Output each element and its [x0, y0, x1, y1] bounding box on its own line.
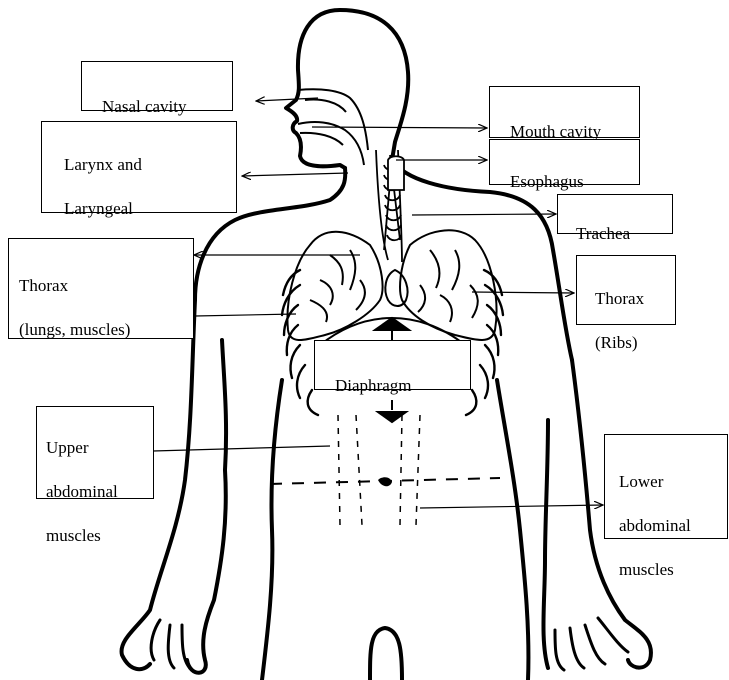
crotch-outline: [370, 628, 402, 680]
right-hand-fingers: [151, 620, 190, 668]
thorax-lungs-label: Thorax (lungs, muscles): [8, 238, 194, 339]
larynx-leader: [242, 173, 348, 176]
esophagus-label: Esophagus: [489, 139, 640, 185]
left-lung: [400, 230, 496, 340]
right-torso-side: [262, 380, 282, 680]
left-arm-inner: [543, 420, 548, 668]
nasal-cavity-label: Nasal cavity: [81, 61, 233, 111]
trachea-label: Trachea: [557, 194, 673, 234]
left-torso-side: [497, 380, 528, 680]
upper-abdominal-leader: [153, 446, 330, 451]
lower-abdominal-leader: [420, 505, 603, 508]
heart-outline: [385, 270, 407, 306]
diaphragm-label: Diaphragm: [314, 340, 471, 390]
right-arm-inner: [187, 470, 226, 673]
right-lung: [287, 232, 382, 340]
larynx-label: Larynx and Laryngeal muscles: [41, 121, 237, 213]
right-arm-inner-upper: [222, 340, 226, 470]
head-back-outline: [340, 10, 408, 160]
trachea-and-esophagus: [376, 150, 404, 262]
lower-abdominal-label: Lower abdominal muscles: [604, 434, 728, 539]
mouth-cavity-leader: [312, 127, 487, 128]
thorax-ribs-label: Thorax (Ribs): [576, 255, 676, 325]
left-hand-fingers: [555, 618, 628, 670]
mouth-cavity-label: Mouth cavity: [489, 86, 640, 138]
upper-abdominal-label: Upper abdominal muscles: [36, 406, 154, 499]
abdominal-muscles: [338, 415, 420, 525]
